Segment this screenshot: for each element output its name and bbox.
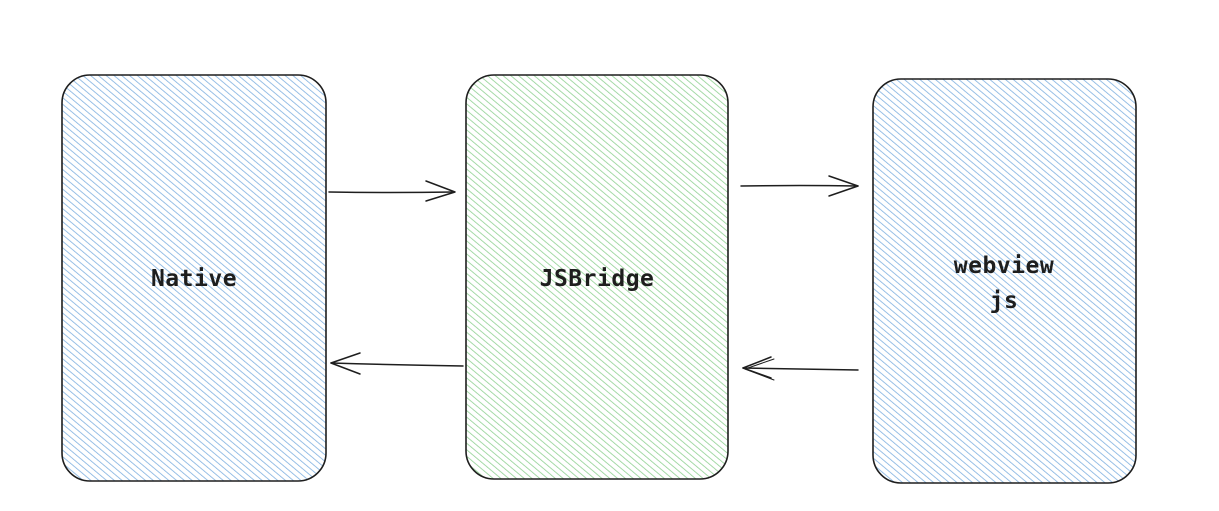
node-webview-outline [872, 78, 1137, 484]
edge-jsbridge-to-webview[interactable] [740, 175, 859, 197]
node-jsbridge[interactable]: JSBridge [465, 74, 729, 480]
node-webview-label-line-1: webview [954, 253, 1054, 279]
edge-jsbridge-to-webview-line [740, 184, 859, 187]
edge-jsbridge-to-native[interactable] [330, 352, 464, 375]
node-jsbridge-label: JSBridge [540, 266, 655, 292]
edge-native-to-jsbridge-line [328, 191, 455, 194]
node-jsbridge-shape [466, 75, 728, 479]
node-jsbridge-outline [465, 74, 729, 480]
edge-webview-to-jsbridge-arrowhead-stroke [744, 358, 775, 381]
edge-native-to-jsbridge-arrowhead [425, 180, 456, 202]
edge-jsbridge-to-native-line [330, 362, 464, 367]
edge-webview-to-jsbridge[interactable] [742, 356, 859, 381]
node-webview-shape [873, 79, 1136, 483]
edge-jsbridge-to-native-arrowhead [330, 352, 361, 375]
edge-native-to-jsbridge[interactable] [328, 180, 456, 202]
node-webview-label-line-2: js [990, 288, 1019, 314]
node-native[interactable]: Native [61, 74, 327, 482]
node-native-outline [61, 74, 327, 482]
edge-jsbridge-to-webview-arrowhead [828, 175, 859, 197]
edge-webview-to-jsbridge-arrowhead [742, 356, 772, 379]
node-native-shape [62, 75, 326, 481]
node-webview[interactable]: webview js [872, 78, 1137, 484]
edge-webview-to-jsbridge-line [742, 367, 859, 371]
node-native-label: Native [151, 266, 237, 292]
